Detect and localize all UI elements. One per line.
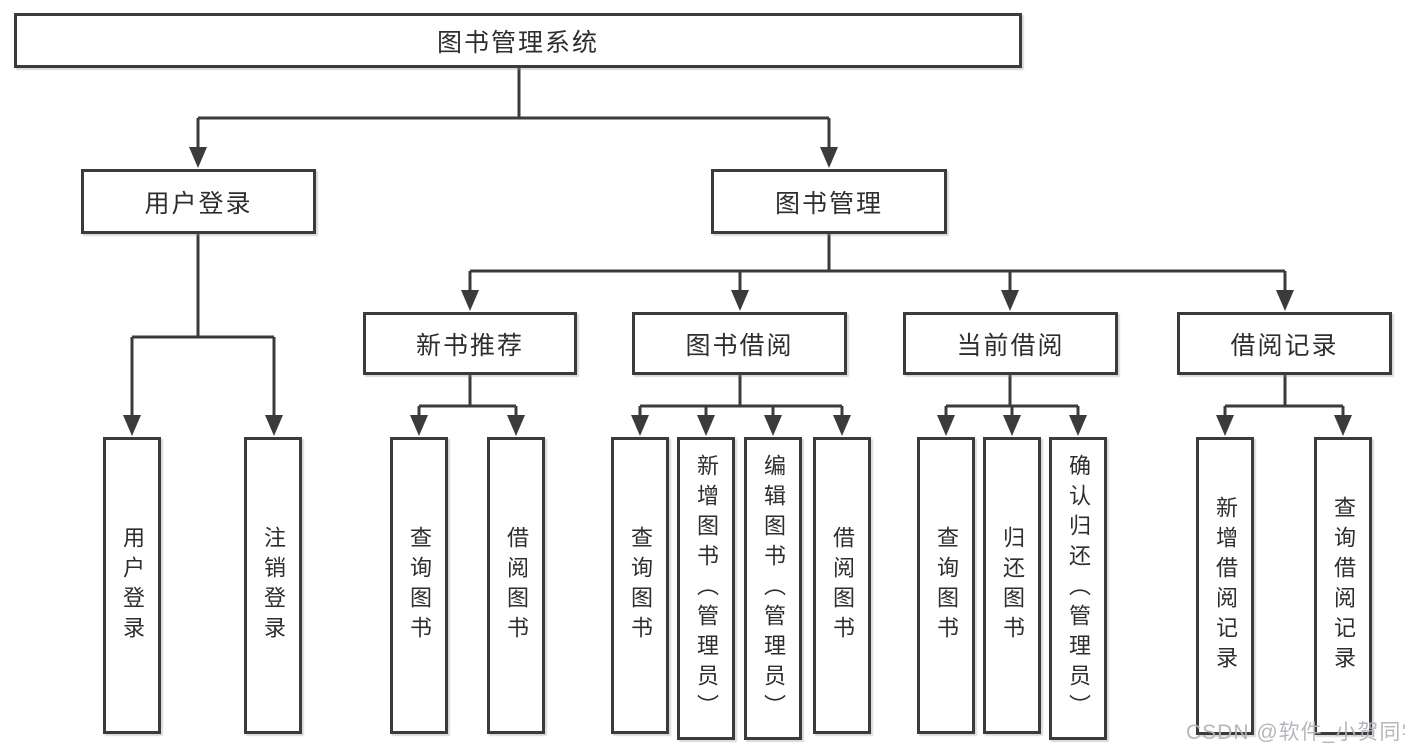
node-current-borrowing-label: 当前借阅 <box>956 331 1065 360</box>
connector-arrowhead-icons <box>123 147 1352 436</box>
connector-stems <box>130 68 1345 417</box>
leaf-return-books-label: 归还图书 <box>1000 525 1025 646</box>
leaf-logout: 注销登录 <box>244 437 302 734</box>
node-book-borrowing: 图书借阅 <box>632 312 847 375</box>
leaf-borrow-books: 借阅图书 <box>813 437 871 734</box>
node-current-borrowing: 当前借阅 <box>903 312 1118 375</box>
leaf-query-borrow-record: 查询借阅记录 <box>1314 437 1372 735</box>
leaf-query-books-borrow-label: 查询图书 <box>628 525 653 646</box>
node-book-borrowing-label: 图书借阅 <box>685 331 794 360</box>
leaf-borrow-books-recommend: 借阅图书 <box>487 437 545 734</box>
leaf-user-login: 用户登录 <box>103 437 161 734</box>
leaf-edit-books-admin-label: 编辑图书（管理员） <box>761 453 786 724</box>
node-user-login-label: 用户登录 <box>144 189 253 218</box>
leaf-return-books: 归还图书 <box>983 437 1041 734</box>
leaf-query-borrow-record-label: 查询借阅记录 <box>1331 496 1356 676</box>
leaf-query-books-current-label: 查询图书 <box>934 525 959 646</box>
leaf-user-login-label: 用户登录 <box>120 525 145 646</box>
leaf-add-books-admin-label: 新增图书（管理员） <box>694 453 719 724</box>
leaf-edit-books-admin: 编辑图书（管理员） <box>744 437 802 740</box>
node-new-book-recommendation-label: 新书推荐 <box>415 331 524 360</box>
node-user-login: 用户登录 <box>81 169 316 234</box>
node-root-system: 图书管理系统 <box>14 13 1022 68</box>
leaf-confirm-return-admin: 确认归还（管理员） <box>1049 437 1107 740</box>
csdn-watermark: CSDN @软件_小贺同学 <box>1186 721 1405 744</box>
leaf-add-borrow-record: 新增借阅记录 <box>1196 437 1254 735</box>
leaf-query-books-current: 查询图书 <box>917 437 975 734</box>
leaf-confirm-return-admin-label: 确认归还（管理员） <box>1066 453 1091 724</box>
leaf-add-borrow-record-label: 新增借阅记录 <box>1213 496 1238 676</box>
leaf-query-books-borrow: 查询图书 <box>611 437 669 734</box>
leaf-query-books-recommend: 查询图书 <box>390 437 448 734</box>
node-borrowing-records: 借阅记录 <box>1177 312 1392 375</box>
leaf-query-books-recommend-label: 查询图书 <box>407 525 432 646</box>
leaf-borrow-books-label: 借阅图书 <box>830 525 855 646</box>
leaf-logout-label: 注销登录 <box>261 525 286 646</box>
node-book-management: 图书管理 <box>711 169 947 234</box>
node-book-management-label: 图书管理 <box>774 189 883 218</box>
node-new-book-recommendation: 新书推荐 <box>363 312 577 375</box>
node-borrowing-records-label: 借阅记录 <box>1230 331 1339 360</box>
leaf-borrow-books-recommend-label: 借阅图书 <box>504 525 529 646</box>
leaf-add-books-admin: 新增图书（管理员） <box>677 437 735 740</box>
node-root-system-label: 图书管理系统 <box>436 28 599 57</box>
